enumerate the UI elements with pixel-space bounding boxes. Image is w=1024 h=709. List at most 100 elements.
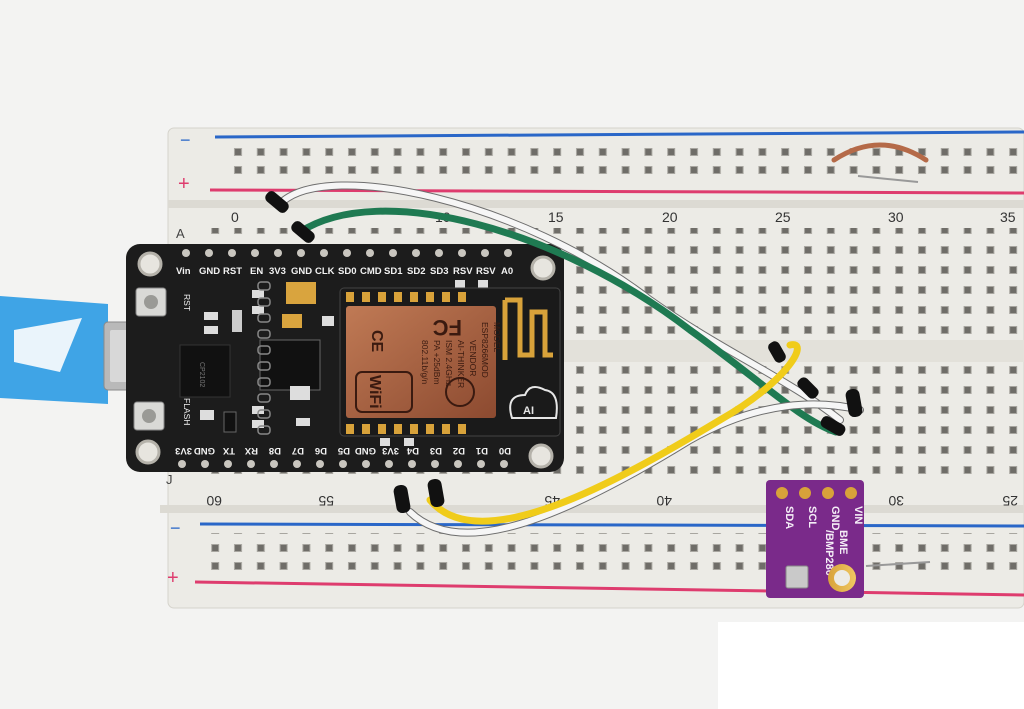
sensor-pin-labels: SDA SCL GND VIN [783,506,864,531]
pin-label-d0: D0 [499,445,511,456]
module-pa: PA +25dBm [432,340,442,385]
bottom-pin-labels: 3V3 GND TX RX D8 D7 D6 D5 GND 3V3 D4 D3 … [175,445,511,456]
pin-label-rsv-1: RSV [453,266,473,277]
col-num-0: 0 [231,209,239,225]
module-std: 802.11b/g/n [420,340,430,385]
pin-label-d5: D5 [337,445,350,456]
bottom-header-pins [178,460,508,468]
col-num-20: 20 [662,209,678,225]
nodemcu-board: Vin GND RST EN 3V3 GND CLK SD0 CMD SD1 S… [126,244,564,472]
module-vendor: AI-THINKER [456,340,466,388]
col-num-55: 55 [318,493,334,509]
sensor-chip [785,565,809,589]
pin-label-gnd-b1: GND [194,445,215,456]
pin-label-a0: A0 [501,266,513,277]
rst-button [135,287,167,317]
wifi-logo-box [355,371,413,413]
blank-corner [718,622,1024,709]
pin-label-sd0: SD0 [338,266,356,277]
sensor-pin-vin: VIN [852,506,864,524]
sensor-name-line2: /BMP280 [823,530,835,576]
esp8266-module: FC MODEL ESP8266MOD VENDOR AI-THINKER IS… [339,287,561,437]
top-header-pins [182,249,512,257]
top-rail-plus-label: + [178,173,190,195]
ai-logo [445,377,475,407]
module-ce-mark: CE [368,330,385,353]
usb-chip-label: CP2102 [198,362,205,387]
wifi-logo-text: WiFi [366,375,383,409]
pin-label-d6: D6 [315,445,327,456]
pin-label-en: EN [250,266,263,277]
pin-label-d3: D3 [430,445,442,456]
pin-label-d1: D1 [475,445,488,456]
pin-label-gnd-2: GND [291,266,312,277]
pin-label-vin: Vin [176,266,191,277]
module-fcc-logo: FC [433,315,462,340]
pin-label-rst: RST [223,266,242,277]
pin-label-3v3-b2: 3V3 [382,445,399,456]
pin-label-3v3-1: 3V3 [269,266,286,277]
module-pads [346,292,466,434]
rail-jumper-lead-top [857,175,919,183]
bottom-column-numbers: 60 55 45 40 30 25 [206,493,1018,509]
pin-label-rsv-2: RSV [476,266,496,277]
sensor-pins [776,487,857,499]
top-rail-minus-label: − [180,130,191,150]
col-num-15: 15 [548,209,564,225]
wire-plugs [265,191,863,514]
top-power-rail: − + [178,130,1024,195]
module-model-line: MODEL [492,322,502,353]
mount-hole-br [528,443,554,469]
top-pin-labels: Vin GND RST EN 3V3 GND CLK SD0 CMD SD1 S… [176,266,513,277]
mount-hole-tl [137,251,163,277]
yellow-wire [426,341,801,525]
sensor-pin-gnd: GND [829,506,841,531]
flash-button-label: FLASH [182,398,192,425]
bottom-rail-minus-label: − [170,518,181,538]
col-num-40: 40 [656,493,672,509]
sensor-pin-sda: SDA [783,506,795,529]
top-column-numbers: 0 10 15 20 25 30 35 [231,209,1016,225]
brown-jumper-wire [831,142,929,163]
sensor-pin-scl: SCL [806,506,818,528]
mount-hole-tr [530,255,556,281]
module-model: ESP8266MOD [480,322,490,378]
bottom-rail-plus-label: + [167,567,179,589]
module-shield [346,306,496,418]
pin-label-d7: D7 [292,445,304,456]
col-num-35: 35 [1000,209,1016,225]
bme280-sensor: SDA SCL GND VIN BME /BMP280 [766,480,864,598]
pin-label-rx: RX [244,445,258,456]
pin-label-sd1: SD1 [384,266,403,277]
col-num-60: 60 [206,493,222,509]
col-num-25: 25 [775,209,791,225]
pin-label-sd2: SD2 [407,266,425,277]
rst-button-label: RST [182,294,192,311]
ai-cloud-text: AI [523,405,534,417]
side-pads [257,281,271,435]
bottom-power-rail: − + [167,518,1024,597]
col-num-25b: 25 [1002,493,1018,509]
row-letter-a: A [176,226,185,241]
ai-cloud-badge [509,385,558,419]
pin-label-cmd: CMD [360,266,382,277]
pin-label-3v3-b1: 3V3 [175,445,192,456]
rail-jumper-lead-bottom [865,561,931,567]
pcb-antenna [502,297,553,360]
pin-label-clk: CLK [315,266,335,277]
pin-label-gnd-b2: GND [355,445,376,456]
flash-button [133,401,165,431]
pin-label-d2: D2 [453,445,465,456]
col-num-30b: 30 [888,493,904,509]
pin-label-d8: D8 [269,445,281,456]
usb-serial-chip: CP2102 [179,344,231,398]
jumper-wires [278,181,864,537]
module-vendor-line: VENDOR [468,340,478,376]
pin-label-gnd-1: GND [199,266,220,277]
pin-label-tx: TX [222,445,235,456]
row-letter-j: J [166,472,173,487]
pin-label-d4: D4 [406,445,419,456]
module-ism: ISM 2.4GHz [444,340,454,386]
col-num-30: 30 [888,209,904,225]
